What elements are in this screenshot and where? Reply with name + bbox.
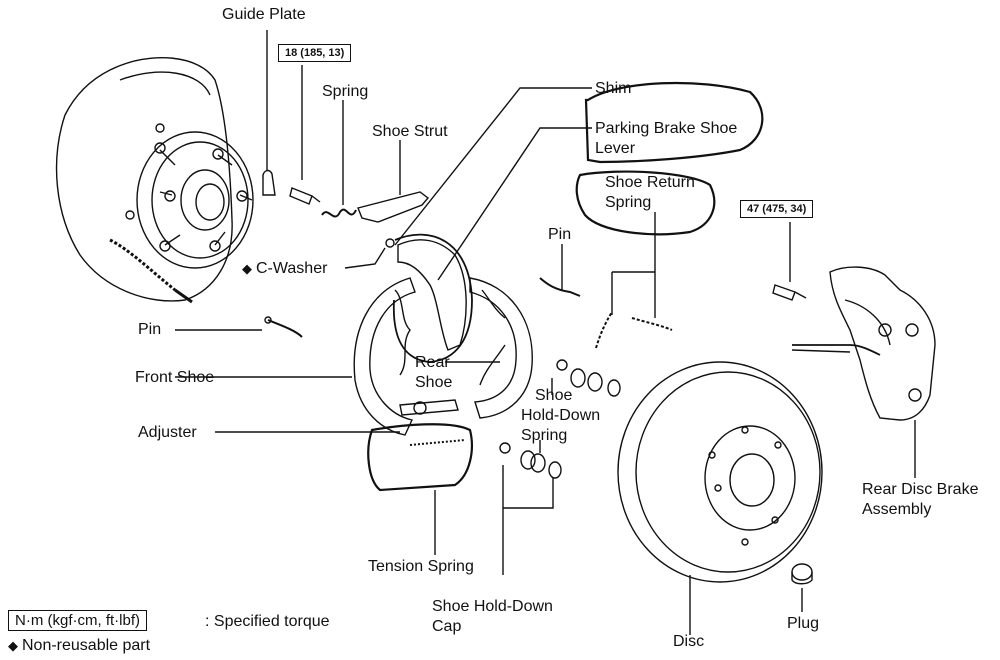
strut-spring-part xyxy=(321,100,357,218)
shim-leader xyxy=(394,87,592,246)
label-hold-down-spring-3: Spring xyxy=(521,427,568,444)
guide-plate-part xyxy=(262,30,276,196)
parking-lever-hand-outline xyxy=(584,81,764,164)
torque-box-caliper: 47 (475, 34) xyxy=(740,200,814,218)
guide-plate-bolt xyxy=(289,65,321,205)
shoe-return-springs-part xyxy=(595,212,673,349)
label-tension-spring: Tension Spring xyxy=(368,558,474,575)
legend-unit-desc: : Specified torque xyxy=(205,613,330,630)
legend-unit-box: N·m (kgf·cm, ft·lbf) xyxy=(8,610,147,631)
label-pin-left: Pin xyxy=(138,321,162,338)
c-washer-part xyxy=(344,238,395,269)
label-shim: Shim xyxy=(595,80,632,97)
label-guide-plate: Guide Plate xyxy=(222,6,306,23)
cap-leader xyxy=(502,465,554,575)
label-hold-down-cap-1: Shoe Hold-Down xyxy=(432,598,553,615)
torque-box-guide-plate: 18 (185, 13) xyxy=(278,44,352,62)
label-hold-down-spring-1: Shoe xyxy=(535,387,573,404)
label-hold-down-spring-2: Hold-Down xyxy=(521,407,601,424)
parking-lever-leader xyxy=(437,127,592,281)
rear-shoe-part xyxy=(445,277,533,419)
legend-marker: ◆ xyxy=(8,638,18,653)
label-front-shoe: Front Shoe xyxy=(135,369,215,386)
shoe-strut-part xyxy=(357,140,430,223)
tension-spring-part xyxy=(367,423,473,555)
label-parking-lever-1: Parking Brake Shoe xyxy=(595,120,738,137)
label-rear-shoe-1: Rear xyxy=(415,354,450,371)
label-hold-down-cap-2: Cap xyxy=(432,618,462,635)
backing-plate-hub xyxy=(55,56,254,304)
shoe-hold-down-spring-lower xyxy=(499,440,562,479)
rear-caliper-part xyxy=(791,266,936,478)
front-shoe-part xyxy=(175,277,416,436)
label-plug: Plug xyxy=(787,615,820,632)
legend-non-reusable-text: Non-reusable part xyxy=(22,637,151,654)
non-reusable-marker: ◆ xyxy=(242,261,252,276)
label-pin-top: Pin xyxy=(548,226,572,243)
disc-part xyxy=(617,361,823,635)
c-washer-text: C-Washer xyxy=(256,260,328,277)
label-caliper-2: Assembly xyxy=(862,501,932,518)
label-return-spring-2: Spring xyxy=(605,194,652,211)
label-rear-shoe-2: Shoe xyxy=(415,374,453,391)
parking-brake-lever-part xyxy=(392,233,473,363)
shoe-hold-down-spring-upper xyxy=(551,359,621,397)
return-spring-hand-outline xyxy=(575,170,716,236)
label-parking-lever-2: Lever xyxy=(595,140,636,157)
label-spring: Spring xyxy=(322,83,369,100)
pin-left-part xyxy=(175,316,303,338)
label-caliper-1: Rear Disc Brake xyxy=(862,481,979,498)
label-c-washer: ◆ C-Washer xyxy=(242,259,327,278)
label-shoe-strut: Shoe Strut xyxy=(372,123,448,140)
label-return-spring-1: Shoe Return xyxy=(605,174,695,191)
label-disc: Disc xyxy=(673,633,705,650)
label-adjuster: Adjuster xyxy=(138,424,197,441)
plug-part xyxy=(791,563,813,612)
pin-top-part xyxy=(539,244,581,297)
adjuster-part xyxy=(215,399,459,433)
legend-non-reusable: ◆ Non-reusable part xyxy=(8,637,150,655)
caliper-bolt xyxy=(772,222,807,301)
